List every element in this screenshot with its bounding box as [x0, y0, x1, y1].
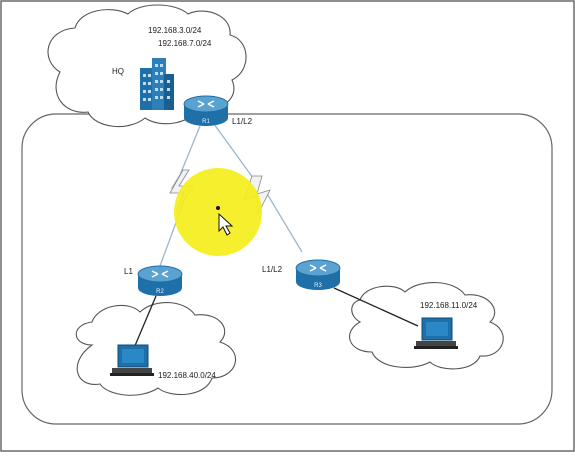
lan-left-network: 192.168.40.0/24: [158, 371, 216, 380]
router-r1-name: R1: [202, 119, 210, 125]
hq-label: HQ: [112, 67, 124, 76]
computer-icon: [414, 317, 458, 349]
router-r2-name: R2: [156, 289, 164, 295]
hq-cloud: [47, 4, 247, 128]
building-icon: [140, 58, 174, 110]
router-r3[interactable]: R3: [295, 259, 341, 290]
router-r1[interactable]: R1: [183, 95, 229, 126]
router-icon: [151, 270, 169, 278]
hq-network-1: 192.168.3.0/24: [148, 26, 202, 35]
r2-interface-label: L1: [124, 267, 133, 276]
lan-link-r2: [133, 295, 157, 349]
router-r2[interactable]: R2: [137, 265, 183, 296]
r3-interface-label: L1/L2: [262, 265, 283, 274]
lan-link-r3: [333, 287, 419, 327]
r1-interface-label: L1/L2: [232, 117, 253, 126]
area-boundary: [21, 113, 553, 425]
cursor-icon: [216, 206, 234, 236]
hq-network-2: 192.168.7.0/24: [158, 39, 212, 48]
router-r3-name: R3: [314, 283, 322, 289]
router-icon: [309, 264, 327, 272]
lan-right-network: 192.168.11.0/24: [420, 301, 478, 310]
computer-icon: [110, 344, 154, 376]
lan-left-cloud: [75, 302, 237, 396]
router-icon: [197, 100, 215, 108]
cursor-highlight: [174, 168, 262, 256]
